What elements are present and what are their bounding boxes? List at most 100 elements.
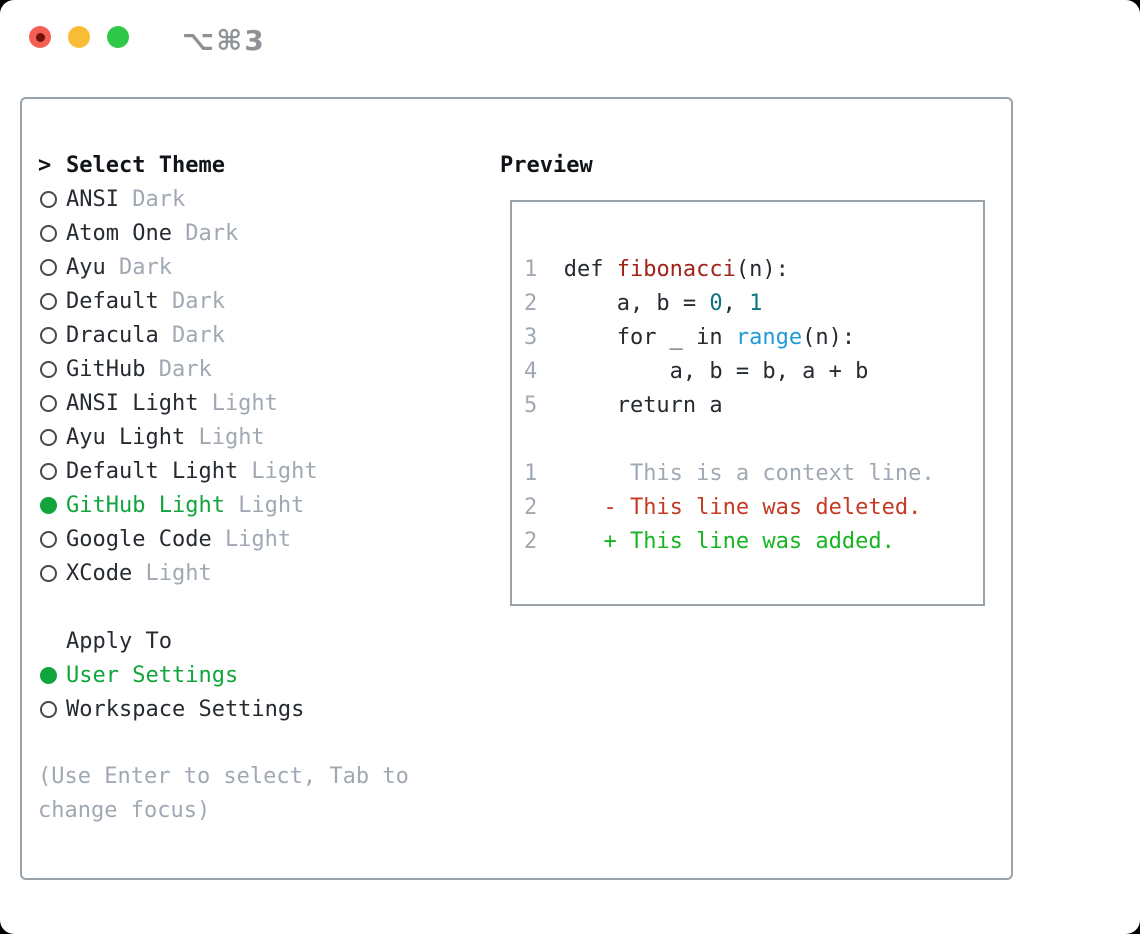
theme-name: Ayu xyxy=(66,254,106,280)
code-preview: 1 def fibonacci(n): 2 a, b = 0, 1 3 for … xyxy=(524,252,983,422)
theme-option[interactable]: Default Dark xyxy=(38,284,500,318)
close-dot-icon xyxy=(35,32,45,42)
preview-line: 3 for _ in range(n): xyxy=(524,320,983,354)
apply-to-title: Apply To xyxy=(66,628,172,654)
diff-preview: 1 This is a context line. 2 - This line … xyxy=(524,456,983,558)
radio-icon xyxy=(38,666,66,684)
line-code: a, b = 0, 1 xyxy=(563,290,763,316)
radio-icon xyxy=(38,700,66,718)
radio-icon xyxy=(38,360,66,378)
radio-icon xyxy=(38,326,66,344)
apply-to-list: User Settings Workspace Settings xyxy=(38,658,500,726)
theme-variant-tag: Dark xyxy=(171,288,225,314)
theme-name: Dracula xyxy=(66,322,159,348)
theme-variant-tag: Dark xyxy=(118,254,172,280)
preview-title: Preview xyxy=(500,152,593,178)
line-code: a, b = b, a + b xyxy=(563,358,869,384)
hint-text: (Use Enter to select, Tab to change focu… xyxy=(38,764,409,823)
line-number: 5 xyxy=(524,392,538,418)
radio-icon xyxy=(38,258,66,276)
theme-option[interactable]: GitHub Dark xyxy=(38,352,500,386)
apply-option-name: Workspace Settings xyxy=(66,696,305,722)
preview-line: 1 def fibonacci(n): xyxy=(524,252,983,286)
theme-option[interactable]: ANSI Dark xyxy=(38,182,500,216)
theme-name: Atom One xyxy=(66,220,172,246)
radio-icon xyxy=(38,564,66,582)
theme-option[interactable]: ANSI Light Light xyxy=(38,386,500,420)
apply-option-name: User Settings xyxy=(66,662,239,688)
line-code: - This line was deleted. xyxy=(563,494,922,520)
theme-name: Default xyxy=(66,288,159,314)
line-code: return a xyxy=(563,392,723,418)
line-number: 1 xyxy=(524,460,538,486)
theme-name: ANSI Light xyxy=(66,390,199,416)
theme-name: GitHub Light xyxy=(66,492,225,518)
window-title: ⌥⌘3 xyxy=(182,24,266,57)
line-code: This is a context line. xyxy=(563,460,935,486)
theme-variant-tag: Light xyxy=(251,458,318,484)
theme-variant-tag: Light xyxy=(145,560,212,586)
theme-variant-tag: Light xyxy=(238,492,305,518)
theme-name: ANSI xyxy=(66,186,119,212)
line-number: 2 xyxy=(524,290,538,316)
traffic-lights xyxy=(29,26,129,48)
select-theme-title: Select Theme xyxy=(66,152,225,178)
radio-icon xyxy=(38,224,66,242)
theme-name: GitHub xyxy=(66,356,146,382)
maximize-button[interactable] xyxy=(107,26,129,48)
radio-icon xyxy=(38,496,66,514)
theme-variant-tag: Light xyxy=(211,390,278,416)
radio-icon xyxy=(38,530,66,548)
line-number: 3 xyxy=(524,324,538,350)
section-gap xyxy=(38,590,500,624)
preview-header: Preview xyxy=(500,148,995,182)
preview-line: 4 a, b = b, a + b xyxy=(524,354,983,388)
theme-option[interactable]: Dracula Dark xyxy=(38,318,500,352)
theme-option[interactable]: GitHub Light Light xyxy=(38,488,500,522)
line-number: 2 xyxy=(524,494,538,520)
preview-line: 2 + This line was added. xyxy=(524,524,983,558)
close-button[interactable] xyxy=(29,26,51,48)
theme-variant-tag: Dark xyxy=(185,220,239,246)
theme-name: XCode xyxy=(66,560,133,586)
apply-to-header: Apply To xyxy=(38,624,500,658)
section-gap xyxy=(38,726,500,760)
line-code: for _ in range(n): xyxy=(563,324,856,350)
apply-option[interactable]: User Settings xyxy=(38,658,500,692)
preview-line: 2 a, b = 0, 1 xyxy=(524,286,983,320)
theme-option[interactable]: Ayu Dark xyxy=(38,250,500,284)
theme-variant-tag: Dark xyxy=(132,186,186,212)
line-number: 4 xyxy=(524,358,538,384)
line-number: 1 xyxy=(524,256,538,282)
preview-line: 5 return a xyxy=(524,388,983,422)
apply-option[interactable]: Workspace Settings xyxy=(38,692,500,726)
radio-icon xyxy=(38,462,66,480)
theme-variant-tag: Light xyxy=(198,424,265,450)
theme-variant-tag: Dark xyxy=(158,356,212,382)
line-code: def fibonacci(n): xyxy=(563,256,789,282)
radio-icon xyxy=(38,428,66,446)
theme-name: Ayu Light xyxy=(66,424,186,450)
prompt-icon: > xyxy=(38,152,52,178)
line-number: 2 xyxy=(524,528,538,554)
radio-icon xyxy=(38,292,66,310)
radio-icon xyxy=(38,394,66,412)
theme-option[interactable]: Atom One Dark xyxy=(38,216,500,250)
titlebar: ⌥⌘3 xyxy=(0,0,1140,97)
theme-name: Google Code xyxy=(66,526,212,552)
preview-line: 2 - This line was deleted. xyxy=(524,490,983,524)
theme-variant-tag: Dark xyxy=(171,322,225,348)
select-theme-header: > Select Theme xyxy=(38,148,500,182)
line-code: + This line was added. xyxy=(563,528,895,554)
preview-line: 1 This is a context line. xyxy=(524,456,983,490)
theme-option[interactable]: XCode Light xyxy=(38,556,500,590)
theme-option[interactable]: Ayu Light Light xyxy=(38,420,500,454)
radio-icon xyxy=(38,190,66,208)
minimize-button[interactable] xyxy=(68,26,90,48)
